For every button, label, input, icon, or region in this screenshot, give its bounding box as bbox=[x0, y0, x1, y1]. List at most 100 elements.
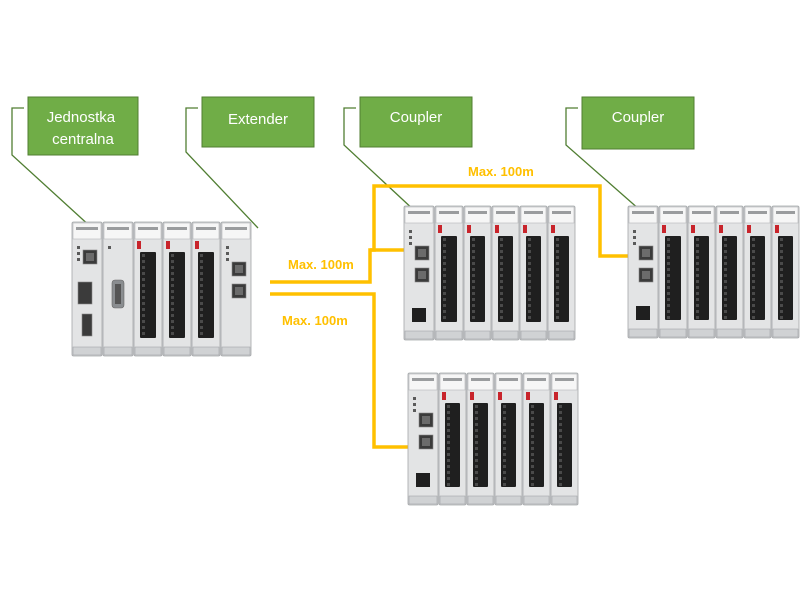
module-footer bbox=[520, 330, 547, 340]
terminal-pin bbox=[500, 280, 503, 283]
terminal-pin bbox=[503, 441, 506, 444]
terminal-pin bbox=[528, 238, 531, 241]
module-brand-strip bbox=[692, 211, 711, 214]
red-led bbox=[554, 392, 558, 400]
terminal-pin bbox=[559, 423, 562, 426]
terminal-pin bbox=[475, 411, 478, 414]
power-terminal bbox=[412, 308, 426, 322]
terminal-pin bbox=[503, 483, 506, 486]
terminal-pin bbox=[696, 238, 699, 241]
terminal-pin bbox=[780, 244, 783, 247]
terminal-pin bbox=[472, 250, 475, 253]
terminal-pin bbox=[500, 256, 503, 259]
terminal-pin bbox=[780, 280, 783, 283]
cable-label-top: Max. 100m bbox=[468, 164, 534, 179]
terminal-pin bbox=[500, 316, 503, 319]
io-module bbox=[522, 372, 551, 506]
module-brand-strip bbox=[496, 211, 515, 214]
module-header bbox=[716, 206, 743, 224]
terminal-pin bbox=[142, 302, 145, 305]
terminal-pin bbox=[447, 441, 450, 444]
terminal-pin bbox=[500, 286, 503, 289]
io-module bbox=[550, 372, 579, 506]
terminal-pin bbox=[475, 453, 478, 456]
terminal-pin bbox=[472, 256, 475, 259]
terminal-pin bbox=[531, 417, 534, 420]
terminal-pin bbox=[142, 254, 145, 257]
terminal-block bbox=[557, 403, 572, 487]
terminal-pin bbox=[171, 296, 174, 299]
module-brand-strip bbox=[555, 378, 574, 381]
terminal-pin bbox=[503, 465, 506, 468]
red-led bbox=[775, 225, 779, 233]
terminal-pin bbox=[696, 262, 699, 265]
terminal-block bbox=[169, 252, 185, 338]
terminal-pin bbox=[559, 429, 562, 432]
terminal-block bbox=[722, 236, 737, 320]
callout-coupler-1: Coupler bbox=[359, 96, 473, 148]
module-footer bbox=[772, 328, 799, 338]
terminal-pin bbox=[752, 244, 755, 247]
terminal-pin bbox=[556, 274, 559, 277]
terminal-pin bbox=[475, 471, 478, 474]
callout-central-unit-line-2: centralna bbox=[52, 131, 114, 148]
module-brand-strip bbox=[196, 227, 216, 230]
io-module bbox=[438, 372, 467, 506]
callout-central-unit: Jednostka centralna bbox=[27, 96, 139, 156]
terminal-pin bbox=[500, 298, 503, 301]
terminal-block bbox=[198, 252, 214, 338]
callout-coupler-1-label: Coupler bbox=[390, 109, 443, 126]
module-header bbox=[492, 206, 519, 224]
terminal-pin bbox=[200, 308, 203, 311]
module-brand-strip bbox=[527, 378, 546, 381]
module-footer bbox=[72, 346, 102, 356]
terminal-pin bbox=[556, 268, 559, 271]
terminal-pin bbox=[559, 477, 562, 480]
terminal-pin bbox=[528, 298, 531, 301]
module-footer bbox=[551, 495, 578, 505]
terminal-pin bbox=[472, 244, 475, 247]
usb-connector bbox=[81, 313, 93, 337]
red-led bbox=[551, 225, 555, 233]
io-module bbox=[547, 205, 576, 341]
terminal-pin bbox=[531, 477, 534, 480]
terminal-pin bbox=[443, 292, 446, 295]
module-brand-strip bbox=[167, 227, 187, 230]
central-unit-device bbox=[71, 221, 252, 357]
terminal-pin bbox=[780, 304, 783, 307]
module-header bbox=[221, 222, 251, 240]
rj45-socket bbox=[642, 249, 650, 257]
terminal-block bbox=[441, 236, 457, 322]
status-led bbox=[413, 409, 416, 412]
terminal-pin bbox=[200, 254, 203, 257]
rj45-socket bbox=[422, 438, 430, 446]
module-header bbox=[520, 206, 547, 224]
module-footer bbox=[435, 330, 463, 340]
module-brand-strip bbox=[107, 227, 129, 230]
terminal-pin bbox=[447, 483, 450, 486]
terminal-pin bbox=[503, 471, 506, 474]
module-header bbox=[163, 222, 191, 240]
terminal-pin bbox=[472, 286, 475, 289]
terminal-pin bbox=[780, 256, 783, 259]
terminal-pin bbox=[475, 435, 478, 438]
cpu-module bbox=[71, 221, 103, 357]
terminal-pin bbox=[724, 244, 727, 247]
module-header bbox=[435, 206, 463, 224]
module-header bbox=[464, 206, 491, 224]
terminal-pin bbox=[443, 244, 446, 247]
module-footer bbox=[467, 495, 494, 505]
cable-label-bottom: Max. 100m bbox=[282, 313, 348, 328]
terminal-pin bbox=[447, 471, 450, 474]
terminal-pin bbox=[200, 260, 203, 263]
red-led bbox=[526, 392, 530, 400]
red-led bbox=[747, 225, 751, 233]
terminal-pin bbox=[200, 290, 203, 293]
red-led bbox=[195, 241, 199, 249]
terminal-pin bbox=[559, 459, 562, 462]
terminal-pin bbox=[724, 274, 727, 277]
terminal-pin bbox=[475, 459, 478, 462]
terminal-pin bbox=[667, 250, 670, 253]
terminal-pin bbox=[667, 286, 670, 289]
io-module bbox=[687, 205, 716, 339]
